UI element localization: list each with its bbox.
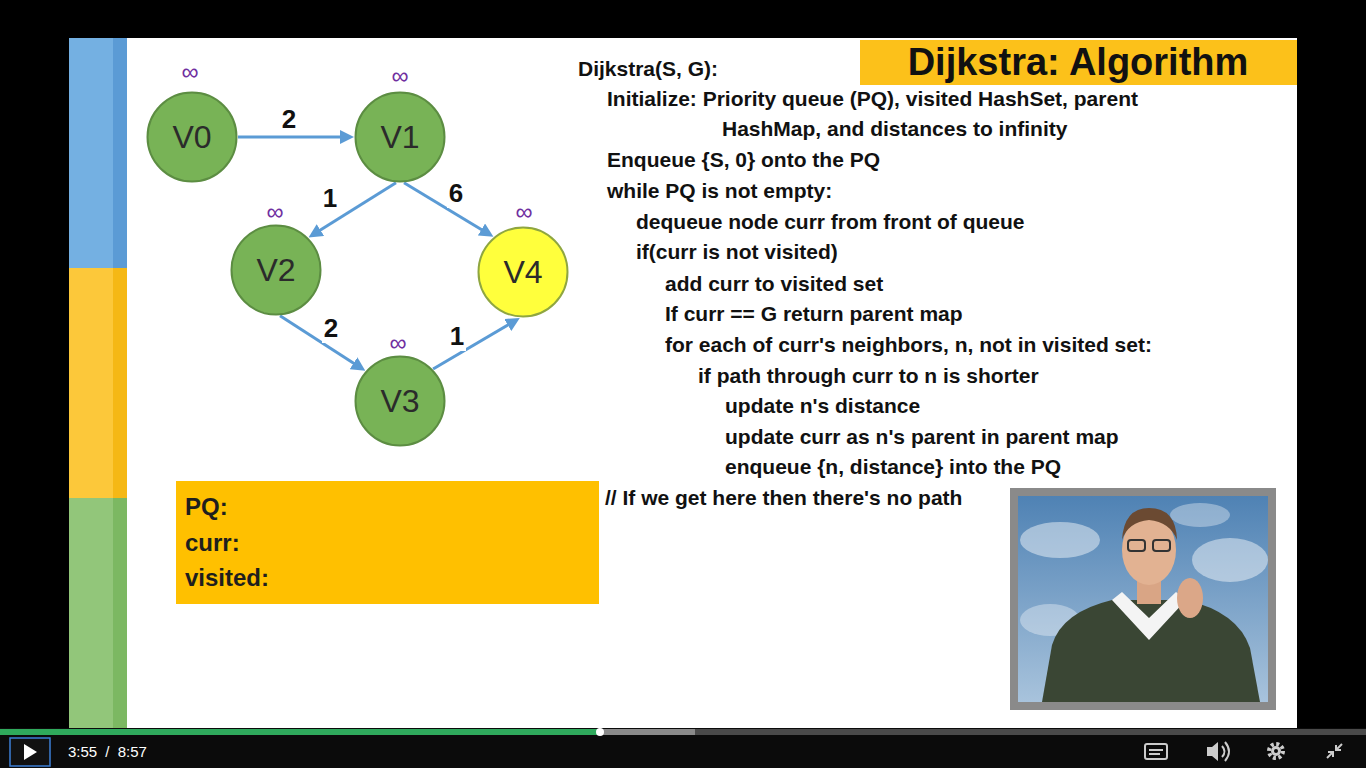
vertex-fill (232, 226, 321, 315)
side-strip (113, 498, 127, 728)
vertex-name: V2 (256, 252, 295, 288)
fullscreen-icon (1336, 745, 1341, 750)
edge-weight: 2 (280, 104, 298, 134)
pseudocode-line: // If we get here then there's no path (601, 485, 966, 511)
distance-label: ∞ (391, 61, 408, 91)
side-strip (69, 268, 113, 498)
pseudocode-line: if(curr is not visited) (636, 239, 838, 265)
instructor-video (1010, 488, 1276, 710)
edge-arrow (314, 183, 396, 234)
progress-track (0, 729, 1366, 735)
video-time: 3:55 / 8:57 (68, 742, 147, 761)
vertex-name: V0 (172, 119, 211, 155)
video-frame (1010, 488, 1276, 710)
volume-icon (1207, 742, 1218, 761)
captions-icon (1149, 749, 1163, 751)
distance-label: ∞ (515, 197, 532, 227)
side-strip (113, 268, 127, 498)
hand (1177, 578, 1203, 618)
cloud (1192, 538, 1268, 582)
glasses (1153, 540, 1170, 551)
control-bar (0, 728, 1366, 768)
title-banner (860, 40, 1297, 85)
side-strip (69, 38, 113, 268)
pseudocode-line: If curr == G return parent map (665, 301, 963, 327)
pseudocode-line: update n's distance (725, 393, 920, 419)
goal-vertex-circle: V4 (477, 226, 569, 318)
hair (1122, 508, 1177, 540)
vertex-fill (356, 93, 445, 182)
edge-arrow (280, 316, 360, 368)
panel-field: curr: (185, 525, 590, 561)
pseudocode-line: Initialize: Priority queue (PQ), visited… (607, 84, 1222, 146)
slide-title: Dijkstra: Algorithm (908, 39, 1249, 85)
pseudocode-line: Dijkstra(S, G): (578, 56, 718, 82)
edge-arrow (238, 136, 348, 139)
side-strip (113, 38, 127, 268)
distance-label: ∞ (389, 328, 406, 358)
vertex-circle: V0 (146, 91, 238, 183)
distance-label: ∞ (266, 197, 283, 227)
volume-icon (1222, 746, 1225, 757)
sweater (1042, 600, 1260, 702)
cloud (1020, 522, 1100, 558)
collar (1112, 592, 1186, 640)
pseudocode-line: enqueue {n, distance} into the PQ (725, 454, 1061, 480)
settings-icon (1274, 749, 1278, 753)
play-button (10, 738, 50, 766)
video-controls (0, 728, 1366, 768)
video-sky (1018, 496, 1268, 702)
pseudocode-line: while PQ is not empty: (607, 178, 832, 204)
edge-weight: 6 (447, 178, 465, 208)
glasses (1128, 540, 1145, 551)
pseudocode-line: Enqueue {S, 0} onto the PQ (607, 147, 880, 173)
edge-weight: 2 (322, 313, 340, 343)
pseudocode-line: if path through curr to n is shorter (698, 363, 1039, 389)
fullscreen-icon (1328, 752, 1333, 757)
vertex-name: V4 (503, 254, 542, 290)
settings-icon (1271, 746, 1281, 756)
fullscreen-icon (1327, 752, 1333, 758)
vertex-circle: V3 (354, 355, 446, 447)
pseudocode-line: update curr as n's parent in parent map (725, 424, 1119, 450)
pseudocode-line: dequeue node curr from front of queue (636, 209, 1025, 235)
pseudocode-line: for each of curr's neighbors, n, not in … (665, 332, 1152, 358)
progress-buffered (0, 729, 695, 735)
progress-knob (596, 728, 604, 736)
vertex-name: V3 (380, 383, 419, 419)
panel-field: PQ: (185, 489, 590, 525)
vertex-fill (479, 228, 568, 317)
vertex-name: V1 (380, 119, 419, 155)
progress-played (0, 729, 600, 735)
settings-icon (1269, 744, 1283, 758)
edge-weight: 1 (448, 321, 466, 351)
vertex-fill (148, 93, 237, 182)
edge-weight: 1 (321, 183, 339, 213)
captions-icon (1149, 753, 1160, 755)
pseudocode-line: add curr to visited set (665, 271, 883, 297)
side-strip (69, 498, 113, 728)
slide-page (69, 38, 1297, 728)
vertex-fill (356, 357, 445, 446)
distance-label: ∞ (181, 57, 198, 87)
cloud (1170, 503, 1230, 527)
panel-field: visited: (185, 560, 590, 596)
fullscreen-icon (1336, 744, 1342, 750)
vertex-circle: V1 (354, 91, 446, 183)
captions-icon (1145, 744, 1167, 759)
volume-icon (1225, 742, 1229, 761)
edge-arrow (433, 321, 515, 369)
vertex-circle: V2 (230, 224, 322, 316)
play-icon (24, 744, 37, 760)
state-panel: PQ:curr:visited: (176, 481, 599, 604)
